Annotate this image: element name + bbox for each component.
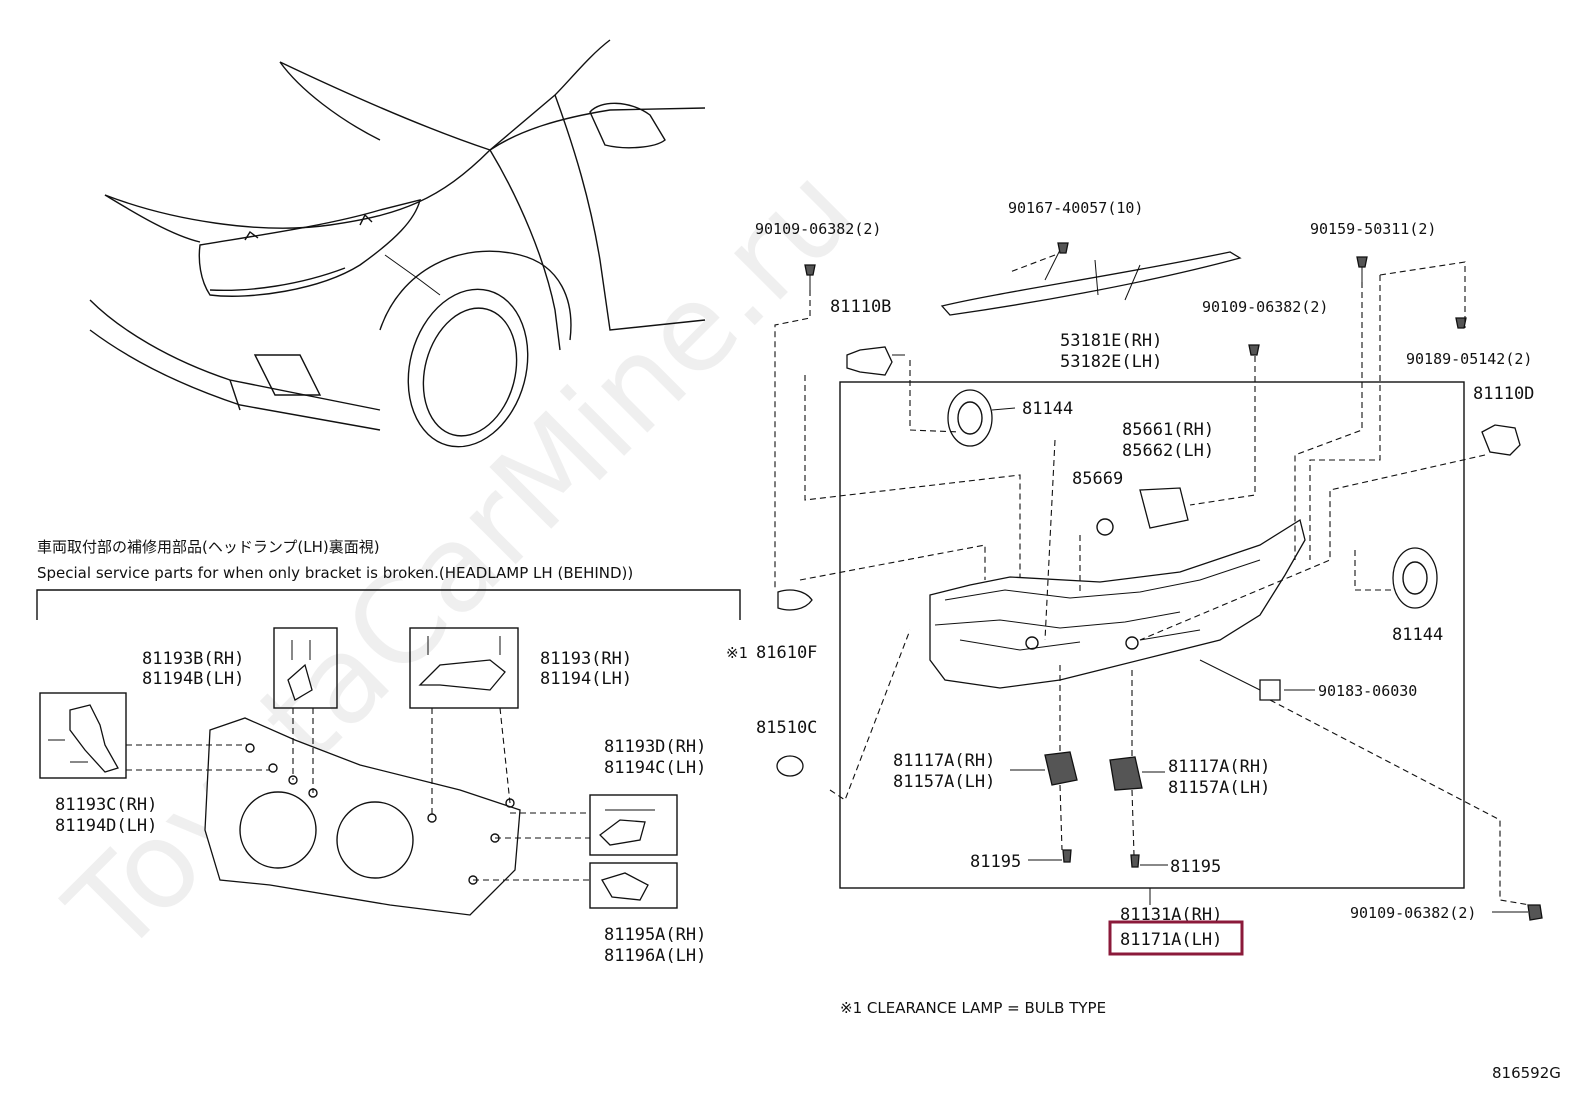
label-90167: 90167-40057(10) [1008,199,1143,217]
label-81194c: 81194C(LH) [604,758,706,778]
footnote: ※1 CLEARANCE LAMP = BULB TYPE [840,999,1106,1017]
main-exploded-view: 90109-06382(2) 90167-40057(10) 90159-503… [726,199,1543,956]
label-81195-right: 81195 [1170,857,1221,877]
label-90189: 90189-05142(2) [1406,350,1532,368]
inset-bracket-repair: 車両取付部の補修用部品(ヘッドランプ(LH)裏面視) Special servi… [36,538,741,966]
label-81193b: 81193B(RH) [142,649,244,669]
label-81117a-left: 81117A(RH) [893,751,995,771]
label-81110d: 81110D [1473,384,1534,404]
label-81510c: 81510C [756,718,817,738]
headlamp-assembly-box [839,381,1465,889]
label-81195a: 81195A(RH) [604,925,706,945]
inset-title-en: Special service parts for when only brac… [37,564,633,582]
car-front-illustration [89,39,706,448]
label-81196a: 81196A(LH) [604,946,706,966]
label-81110b: 81110B [830,297,891,317]
label-81610f: 81610F [756,643,817,663]
label-53182e: 53182E(LH) [1060,352,1162,372]
highlight-box [1108,920,1244,956]
label-90109-top: 90109-06382(2) [755,220,881,238]
label-81193c: 81193C(RH) [55,795,157,815]
trim-strip [940,251,1242,316]
label-81195-left: 81195 [970,852,1021,872]
label-81194d: 81194D(LH) [55,816,157,836]
label-90183: 90183-06030 [1318,682,1417,700]
label-81144-top: 81144 [1022,399,1073,419]
label-85669: 85669 [1072,469,1123,489]
label-90109-bottom: 90109-06382(2) [1350,904,1476,922]
label-81194: 81194(LH) [540,669,632,689]
label-81194b: 81194B(LH) [142,669,244,689]
label-81144-right: 81144 [1392,625,1443,645]
label-81193d: 81193D(RH) [604,737,706,757]
label-81610f-mark: ※1 [726,644,748,662]
figure-code: 816592G [1492,1064,1561,1082]
label-81131a: 81131A(RH) [1120,905,1222,925]
label-90109-mid: 90109-06382(2) [1202,298,1328,316]
label-81193: 81193(RH) [540,649,632,669]
headlamp-housing [929,518,1306,689]
label-90159: 90159-50311(2) [1310,220,1436,238]
label-81117a-right: 81117A(RH) [1168,757,1270,777]
label-85662: 85662(LH) [1122,441,1214,461]
label-81171a: 81171A(LH) [1120,930,1222,950]
label-81157a-left: 81157A(LH) [893,772,995,792]
label-81157a-right: 81157A(LH) [1168,778,1270,798]
inset-title-jp: 車両取付部の補修用部品(ヘッドランプ(LH)裏面視) [37,538,380,556]
headlamp-back-outline [204,717,521,916]
label-85661: 85661(RH) [1122,420,1214,440]
label-53181e: 53181E(RH) [1060,331,1162,351]
